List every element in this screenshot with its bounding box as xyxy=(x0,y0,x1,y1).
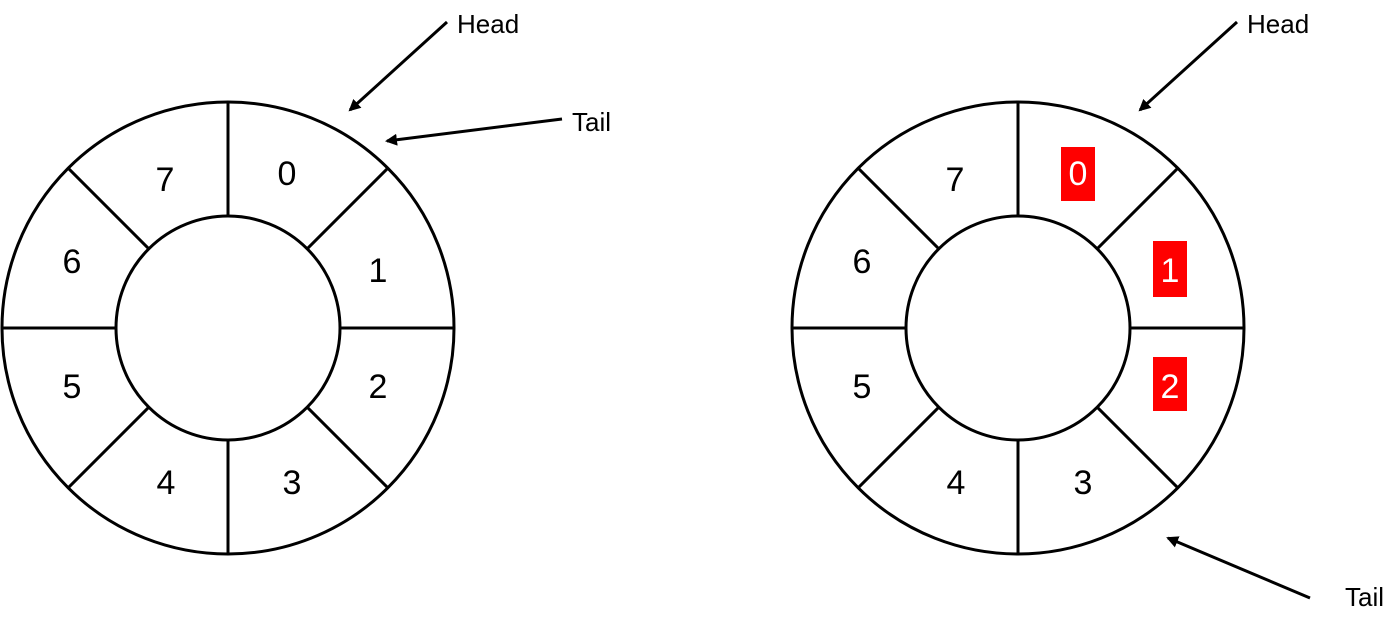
slot-label: 2 xyxy=(369,368,388,406)
slot-label: 6 xyxy=(853,243,872,281)
slot-5: 5 xyxy=(63,368,82,406)
slot-6: 6 xyxy=(853,243,872,281)
slot-divider xyxy=(857,406,940,489)
slot-0: 0 xyxy=(278,155,297,193)
slot-7: 7 xyxy=(946,161,965,199)
slot-5: 5 xyxy=(853,368,872,406)
tail-arrow xyxy=(385,117,563,146)
slot-3: 3 xyxy=(1074,464,1093,502)
slot-label: 0 xyxy=(278,155,297,193)
head-arrow xyxy=(348,20,449,112)
slot-label: 5 xyxy=(63,368,82,406)
ring-buffer-left: 0 1 2 3 4 5 6 7 Head Tail xyxy=(0,9,611,556)
inner-ring xyxy=(114,214,342,442)
head-label: Head xyxy=(457,9,519,39)
slot-label: 3 xyxy=(283,464,302,502)
slot-6: 6 xyxy=(63,243,82,281)
slot-divider xyxy=(1096,406,1179,489)
inner-ring xyxy=(904,214,1132,442)
highlight-box xyxy=(1153,241,1187,297)
slot-label: 4 xyxy=(947,464,966,502)
slot-label: 7 xyxy=(946,161,965,199)
slot-4: 4 xyxy=(157,464,176,502)
slot-label: 1 xyxy=(1161,252,1180,290)
tail-label: Tail xyxy=(572,107,611,137)
slot-divider xyxy=(1096,167,1179,250)
slot-1: 1 xyxy=(369,252,388,290)
slot-4: 4 xyxy=(947,464,966,502)
slot-dividers xyxy=(792,102,1244,554)
slot-2: 2 xyxy=(369,368,388,406)
slot-label: 5 xyxy=(853,368,872,406)
highlight-box xyxy=(1061,147,1095,201)
head-label: Head xyxy=(1247,9,1309,39)
ring-buffer-right: 0 1 2 3 4 5 6 7 Head Tail xyxy=(790,9,1384,612)
head-arrow xyxy=(1138,20,1239,112)
tail-arrow xyxy=(1166,536,1311,600)
slot-label: 1 xyxy=(369,252,388,290)
slot-label: 3 xyxy=(1074,464,1093,502)
slot-divider xyxy=(306,406,389,489)
slot-label: 7 xyxy=(156,161,175,199)
slot-3: 3 xyxy=(283,464,302,502)
slot-divider xyxy=(67,167,150,250)
slot-divider xyxy=(67,406,150,489)
slot-2: 2 xyxy=(1153,357,1187,411)
slot-7: 7 xyxy=(156,161,175,199)
tail-label: Tail xyxy=(1345,582,1384,612)
slot-0: 0 xyxy=(1061,147,1095,201)
highlight-box xyxy=(1153,357,1187,411)
slot-label: 0 xyxy=(1069,155,1088,193)
slot-label: 2 xyxy=(1161,368,1180,406)
slot-1: 1 xyxy=(1153,241,1187,297)
slot-label: 4 xyxy=(157,464,176,502)
slot-dividers xyxy=(2,102,454,554)
slot-divider xyxy=(306,167,389,250)
slot-label: 6 xyxy=(63,243,82,281)
slot-divider xyxy=(857,167,940,250)
